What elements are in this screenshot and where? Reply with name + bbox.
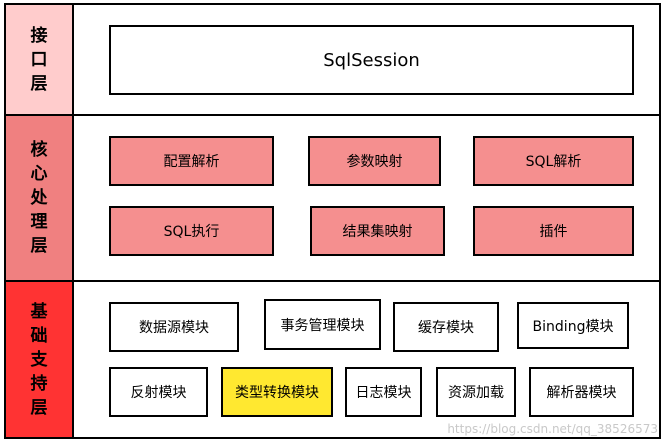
resource-loading-box: 资源加载 [436,367,516,417]
config-parsing-box: 配置解析 [109,136,274,186]
sql-parsing-box: SQL解析 [473,136,634,186]
sqlsession-box: SqlSession [109,25,634,95]
parser-module-box: 解析器模块 [529,367,634,417]
logging-module-box: 日志模块 [345,367,422,417]
sql-execution-box: SQL执行 [109,206,274,256]
base-layer-label: 基础支持层 [4,280,74,439]
binding-module-box: Binding模块 [517,302,629,349]
resultset-mapping-box: 结果集映射 [310,206,445,256]
watermark: https://blog.csdn.net/qq_38526573 [447,422,658,436]
base-layer-body: 数据源模块 事务管理模块 缓存模块 Binding模块 反射模块 类型转换模块 … [72,280,661,439]
reflection-module-box: 反射模块 [109,367,208,417]
interface-layer-label: 接口层 [4,3,74,116]
core-layer-body: 配置解析 参数映射 SQL解析 SQL执行 结果集映射 插件 [72,114,661,282]
base-layer-label-text: 基础支持层 [30,301,48,418]
parameter-mapping-box: 参数映射 [308,136,441,186]
type-conversion-module-box: 类型转换模块 [221,367,333,417]
interface-layer-label-text: 接口层 [30,25,48,94]
cache-module-box: 缓存模块 [393,302,499,352]
datasource-module-box: 数据源模块 [109,302,239,352]
transaction-module-box: 事务管理模块 [264,299,381,350]
plugin-box: 插件 [473,206,634,256]
core-layer-label-text: 核心处理层 [30,140,48,256]
interface-layer-body: SqlSession [72,3,661,116]
core-layer-label: 核心处理层 [4,114,74,282]
